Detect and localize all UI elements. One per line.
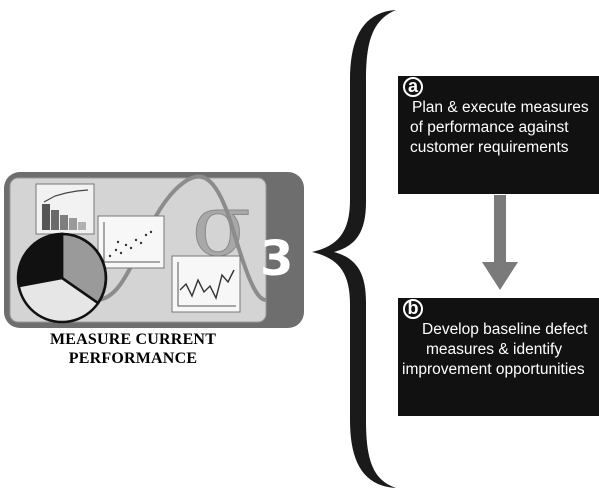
- step-b-line-2: measures & identify: [426, 341, 563, 358]
- icon-title-line-2: PERFORMANCE: [68, 350, 198, 367]
- step-b-line-1: Develop baseline defect: [422, 321, 588, 338]
- pie-chart-icon: [16, 232, 108, 324]
- step-a-line-2: of performance against: [410, 119, 569, 136]
- step-a-box: a Plan & execute measures of performance…: [398, 76, 599, 194]
- scatter-chart-icon: [97, 215, 165, 269]
- step-a-letter: a: [403, 77, 423, 97]
- curly-brace: [312, 10, 396, 488]
- step-number: 3: [260, 231, 293, 287]
- step-a-line-1: Plan & execute measures: [412, 99, 589, 116]
- step-b-line-3: improvement opportunities: [402, 361, 585, 378]
- line-chart-icon: [171, 255, 241, 313]
- icon-title-line-1: MEASURE CURRENT: [49, 331, 217, 348]
- step-a-line-3: customer requirements: [410, 139, 569, 156]
- step-b-box: b Develop baseline defect measures & ide…: [398, 298, 599, 416]
- step-b-letter: b: [403, 299, 423, 319]
- bar-chart-icon: [35, 183, 95, 235]
- down-arrow-icon: [482, 195, 518, 290]
